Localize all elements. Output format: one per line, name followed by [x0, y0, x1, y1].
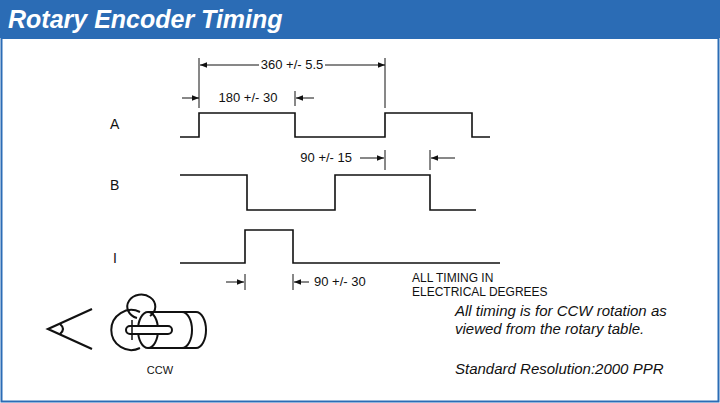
- rotation-label: CCW: [147, 364, 173, 377]
- signal-name: B: [110, 177, 119, 194]
- dimension-label: 360 +/- 5.5: [259, 57, 326, 73]
- dimension-180: [296, 98, 314, 99]
- extension-lines: [385, 150, 430, 170]
- signal-i: [180, 230, 500, 263]
- dimension-180: [182, 98, 199, 99]
- frame: [2, 38, 719, 402]
- dimension-label: 90 +/- 30: [312, 274, 368, 290]
- note-text: All timing is for CCW rotation as viewed…: [455, 302, 713, 338]
- dimension-label: 90 +/- 15: [298, 150, 354, 166]
- dimension-90: [294, 282, 309, 283]
- dimension-label: 180 +/- 30: [217, 90, 280, 106]
- signal-b: [180, 175, 476, 210]
- signal-name: A: [110, 116, 119, 133]
- extension-lines: [245, 274, 293, 290]
- signal-name: I: [113, 250, 117, 267]
- rotary-table-symbol: [111, 295, 206, 350]
- diagram-title: Rotary Encoder Timing: [8, 4, 283, 34]
- note-text: Standard Resolution:2000 PPR: [455, 360, 663, 378]
- extension-lines: [295, 91, 296, 106]
- dimension-90: [226, 282, 244, 283]
- eye-symbol: [48, 309, 92, 349]
- extension-lines: [199, 58, 385, 108]
- note-text: ALL TIMING IN ELECTRICAL DEGREES: [412, 271, 552, 300]
- dimension-90: [360, 158, 384, 159]
- signal-a: [180, 113, 490, 137]
- dimension-90: [431, 158, 455, 159]
- title-band: [0, 0, 720, 38]
